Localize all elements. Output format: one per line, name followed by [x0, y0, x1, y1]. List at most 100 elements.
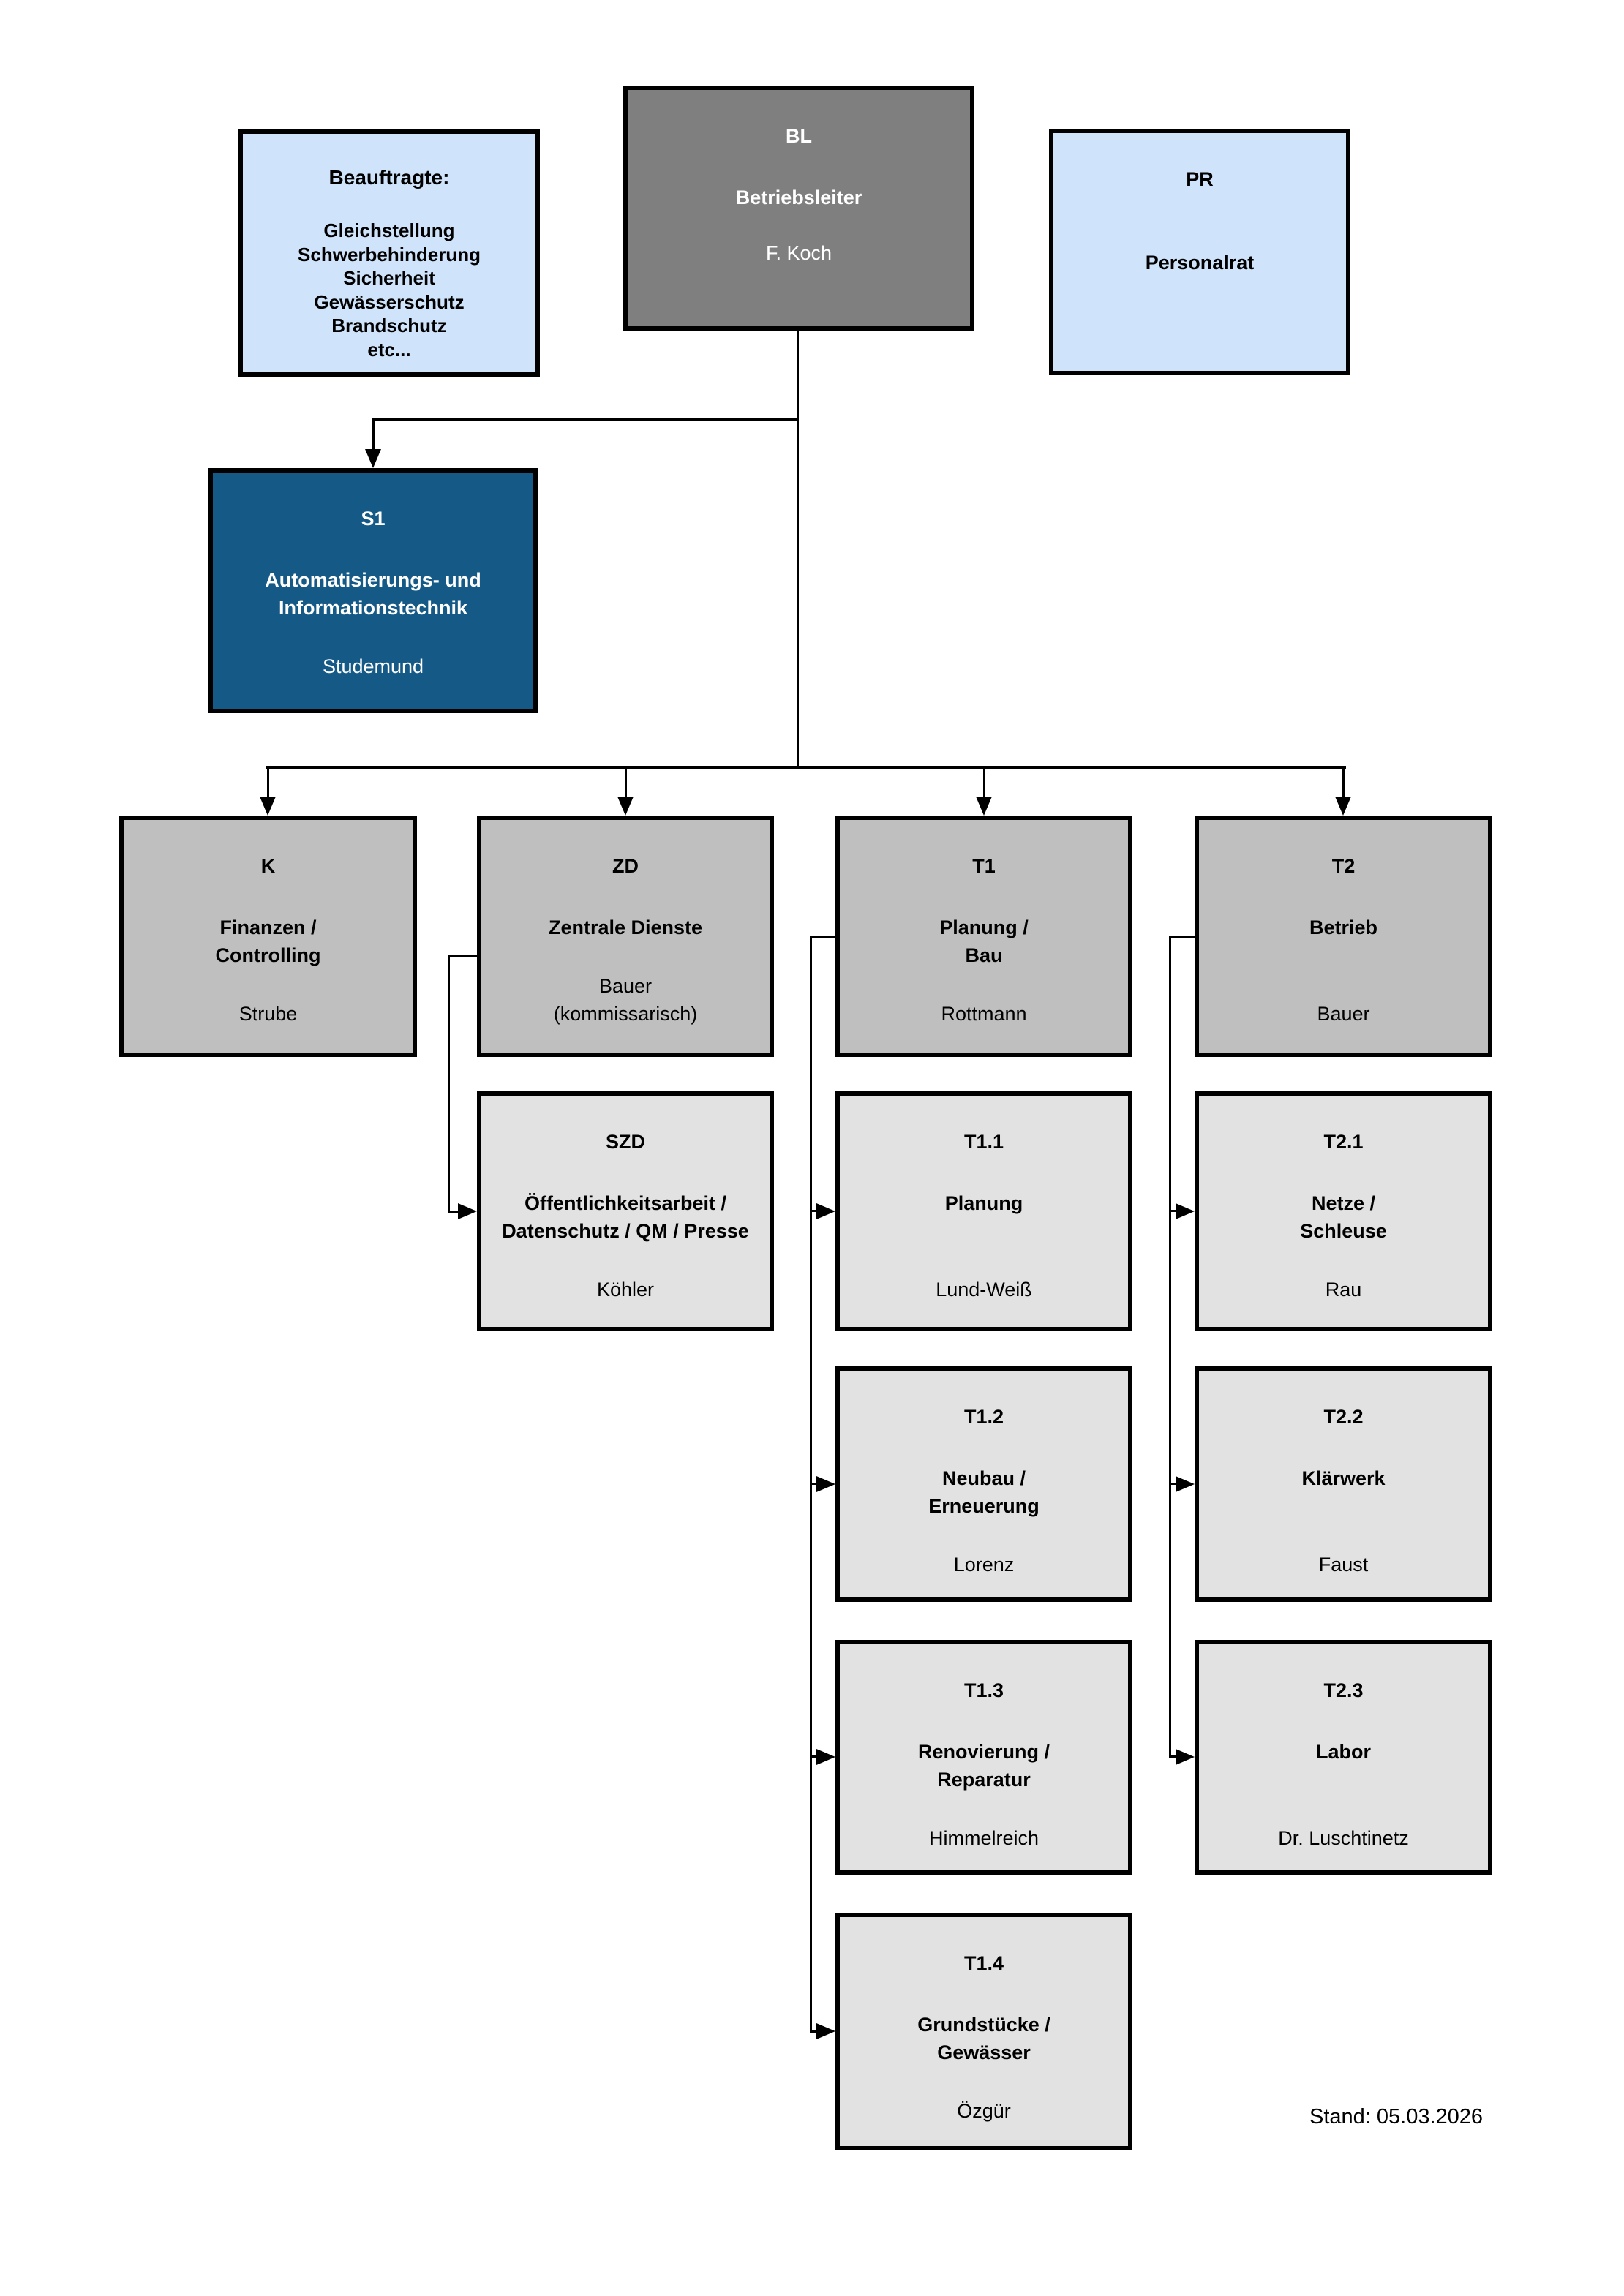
connector-t14-branch — [810, 2030, 819, 2033]
unit-code: ZD — [612, 855, 639, 877]
connector-t2-stub — [1169, 936, 1195, 938]
arrowhead-into-t12 — [816, 1476, 835, 1492]
unit-code: T2.3 — [1323, 1679, 1364, 1701]
unit-title: Personalrat — [1145, 252, 1255, 274]
connector-drop-t1 — [983, 768, 985, 799]
unit-title: Zentrale Dienste — [548, 916, 703, 938]
connector-drop-zd — [625, 768, 627, 799]
arrowhead-into-t23 — [1176, 1749, 1195, 1765]
unit-title: Klärwerk — [1301, 1467, 1386, 1489]
unit-code: T1.2 — [963, 1406, 1004, 1428]
unit-head-name: Rau — [1325, 1279, 1362, 1301]
beauftragte-item: Sicherheit — [343, 267, 435, 289]
unit-head-name: Rottmann — [941, 1003, 1027, 1025]
unit-head-name: Bauer — [1317, 1003, 1370, 1025]
unit-title: Betrieb — [1309, 916, 1378, 938]
connector-drop-k — [267, 768, 269, 799]
org-box-t22: T2.2 Klärwerk Faust — [1195, 1366, 1492, 1602]
unit-head-name: Lorenz — [953, 1554, 1015, 1576]
unit-head-name: Dr. Luschtinetz — [1278, 1827, 1409, 1849]
org-box-t12: T1.2 Neubau / Erneuerung Lorenz — [835, 1366, 1132, 1602]
org-box-t23: T2.3 Labor Dr. Luschtinetz — [1195, 1640, 1492, 1875]
org-box-pr: PR Personalrat — [1049, 129, 1350, 375]
arrowhead-into-t22 — [1176, 1476, 1195, 1492]
connector-t2-trunk — [1169, 936, 1171, 1758]
connector-bl-trunk — [797, 331, 799, 768]
arrowhead-into-szd — [458, 1203, 477, 1219]
unit-code: BL — [786, 125, 812, 147]
arrowhead-into-k — [260, 797, 276, 816]
unit-title: Planung / Bau — [939, 916, 1029, 966]
unit-title: Netze / Schleuse — [1300, 1192, 1387, 1242]
connector-zd-stub — [448, 955, 477, 957]
beauftragte-item: Schwerbehinderung — [298, 243, 481, 266]
arrowhead-into-zd — [617, 797, 634, 816]
arrowhead-into-t14 — [816, 2023, 835, 2039]
unit-title: Betriebsleiter — [735, 187, 862, 208]
org-box-szd: SZD Öffentlichkeitsarbeit / Datenschutz … — [477, 1091, 774, 1331]
unit-title: Renovierung / Reparatur — [917, 1741, 1050, 1791]
org-box-t13: T1.3 Renovierung / Reparatur Himmelreich — [835, 1640, 1132, 1875]
arrowhead-into-t11 — [816, 1203, 835, 1219]
connector-drop-t2 — [1342, 768, 1345, 799]
org-box-k: K Finanzen / Controlling Strube — [119, 816, 417, 1057]
beauftragte-title: Beauftragte: — [328, 166, 450, 189]
arrowhead-into-t13 — [816, 1749, 835, 1765]
connector-szd-branch — [448, 1211, 461, 1213]
unit-head-name: Bauer (kommissarisch) — [553, 975, 698, 1025]
org-box-zd: ZD Zentrale Dienste Bauer (kommissarisch… — [477, 816, 774, 1057]
unit-code: T1.1 — [963, 1131, 1004, 1153]
connector-t21-branch — [1169, 1210, 1178, 1212]
unit-title: Neubau / Erneuerung — [928, 1467, 1040, 1517]
org-box-beauftragte: Beauftragte: Gleichstellung Schwerbehind… — [238, 129, 540, 377]
connector-s1-vertical — [372, 418, 375, 452]
org-box-t1: T1 Planung / Bau Rottmann — [835, 816, 1132, 1057]
unit-title: Planung — [944, 1192, 1023, 1214]
unit-title: Finanzen / Controlling — [215, 916, 321, 966]
unit-head-name: Himmelreich — [928, 1827, 1040, 1849]
connector-t22-branch — [1169, 1483, 1178, 1485]
org-box-bl: BL Betriebsleiter F. Koch — [623, 86, 974, 331]
beauftragte-item: Gleichstellung — [323, 219, 455, 241]
unit-title: Automatisierungs- und Informationstechni… — [265, 569, 481, 619]
unit-head-name: Köhler — [596, 1279, 655, 1301]
unit-title: Labor — [1315, 1741, 1371, 1763]
unit-title: Öffentlichkeitsarbeit / Datenschutz / QM… — [502, 1192, 749, 1242]
beauftragte-item: Gewässerschutz — [314, 290, 465, 313]
org-box-t14: T1.4 Grundstücke / Gewässer Özgür — [835, 1913, 1132, 2150]
connector-t13-branch — [810, 1755, 819, 1758]
connector-t1-stub — [810, 936, 835, 938]
beauftragte-list: Gleichstellung Schwerbehinderung Sicherh… — [243, 219, 535, 361]
unit-head-name: Lund-Weiß — [936, 1279, 1032, 1301]
unit-head-name: Strube — [238, 1003, 298, 1025]
org-box-t11: T1.1 Planung Lund-Weiß — [835, 1091, 1132, 1331]
arrowhead-into-t1 — [976, 797, 992, 816]
connector-t11-branch — [810, 1210, 819, 1212]
connector-s1-horizontal — [372, 418, 799, 421]
stand-date-label: Stand: 05.03.2026 — [1309, 2105, 1484, 2128]
unit-code: T1.3 — [963, 1679, 1004, 1701]
unit-code: S1 — [361, 508, 386, 530]
arrowhead-into-t21 — [1176, 1203, 1195, 1219]
org-box-t21: T2.1 Netze / Schleuse Rau — [1195, 1091, 1492, 1331]
connector-t23-branch — [1169, 1755, 1178, 1758]
unit-code: K — [260, 855, 276, 877]
beauftragte-item: Brandschutz — [331, 315, 447, 336]
beauftragte-item: etc... — [367, 338, 411, 361]
unit-head-name: F. Koch — [765, 242, 832, 264]
org-box-s1: S1 Automatisierungs- und Informationstec… — [208, 468, 538, 713]
unit-code: SZD — [606, 1131, 645, 1153]
org-box-t2: T2 Betrieb Bauer — [1195, 816, 1492, 1057]
connector-zd-szd-vertical — [448, 955, 450, 1213]
unit-head-name: Faust — [1318, 1554, 1369, 1576]
unit-code: T1.4 — [963, 1952, 1004, 1974]
unit-head-name: Studemund — [322, 655, 424, 677]
unit-code: T2.2 — [1323, 1406, 1364, 1428]
arrowhead-into-s1 — [365, 449, 381, 468]
connector-distribution-line — [266, 766, 1346, 769]
unit-head-name: Özgür — [957, 2100, 1011, 2122]
unit-code: T2 — [1331, 855, 1356, 877]
connector-t12-branch — [810, 1483, 819, 1485]
unit-code: T2.1 — [1323, 1131, 1364, 1153]
